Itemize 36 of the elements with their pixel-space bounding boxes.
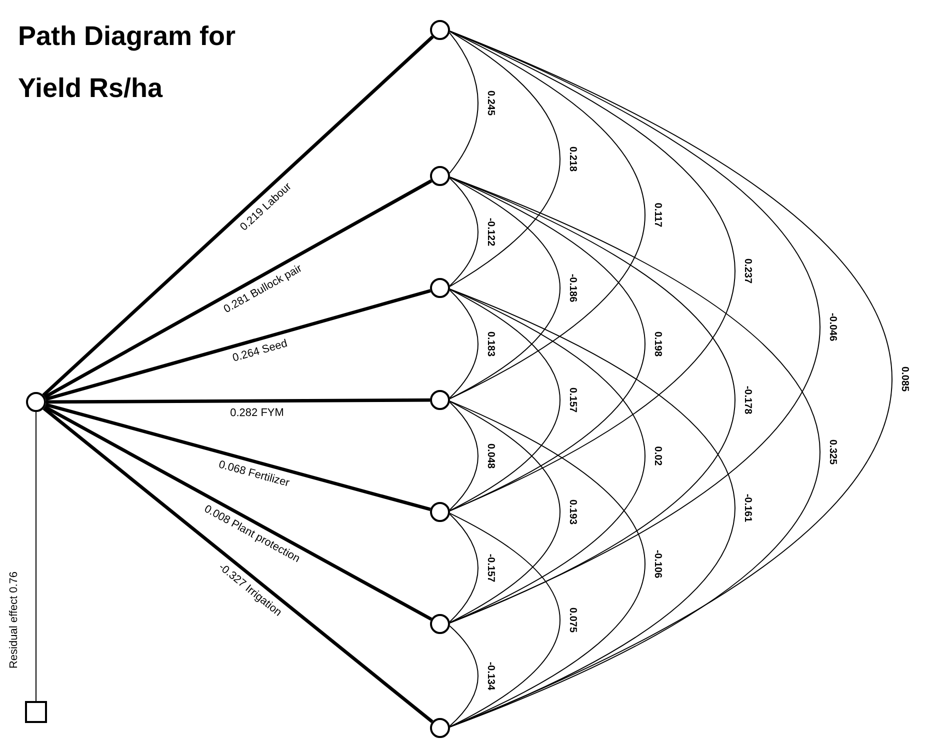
variable-circle	[430, 502, 450, 522]
correlation-arc	[449, 402, 478, 510]
path-line	[45, 289, 431, 401]
residual-square	[25, 701, 47, 723]
correlation-arc	[449, 176, 646, 512]
correlation-arc	[449, 514, 478, 622]
variable-circle	[430, 20, 450, 40]
correlation-arc	[449, 288, 646, 624]
path-line	[45, 402, 431, 512]
correlation-arc	[449, 512, 560, 728]
correlation-arc	[449, 400, 646, 728]
variable-circle	[430, 718, 450, 738]
variable-circle	[26, 392, 46, 412]
diagram-title: Path Diagram for Yield Rs/ha	[18, 20, 237, 105]
path-line	[44, 405, 432, 621]
correlation-arc	[449, 176, 736, 624]
correlation-arc	[449, 31, 560, 287]
correlation-arc	[449, 288, 560, 512]
correlation-arc	[449, 30, 892, 728]
correlation-arc	[449, 178, 478, 286]
variable-circle	[430, 390, 450, 410]
path-line	[42, 406, 434, 724]
path-line	[46, 398, 430, 404]
variable-circle	[430, 614, 450, 634]
correlation-arc	[449, 30, 646, 400]
path-line	[42, 36, 434, 396]
variable-circle	[430, 278, 450, 298]
path-line	[44, 179, 432, 399]
correlation-arc	[449, 290, 478, 398]
correlation-arc	[449, 400, 560, 624]
correlation-arc	[449, 176, 820, 728]
correlation-arc	[449, 32, 478, 174]
correlation-arc	[449, 626, 478, 726]
correlation-arc	[449, 30, 736, 512]
residual-label: Residual effect 0.76	[8, 570, 20, 671]
variable-circle	[430, 166, 450, 186]
